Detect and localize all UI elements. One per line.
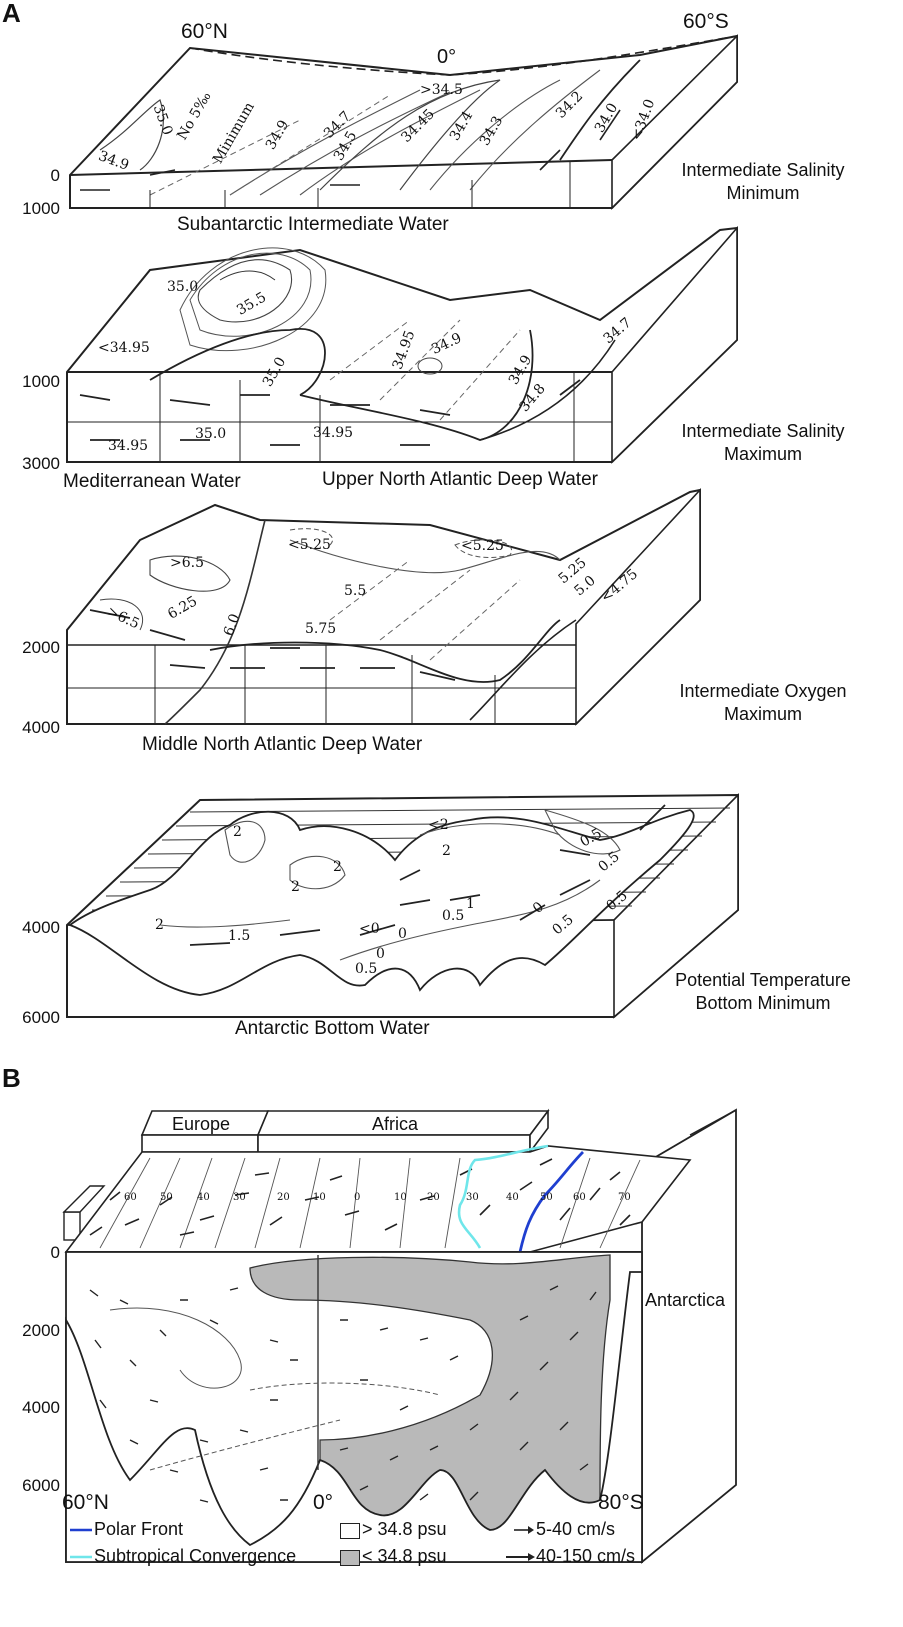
panel-a-letter: A — [2, 0, 21, 28]
surface-lat-label: 10 — [394, 1192, 407, 1203]
antarctica-label: Antarctica — [645, 1290, 726, 1310]
low-salinity-swatch — [340, 1550, 360, 1566]
contour-label: 2 — [291, 879, 300, 895]
panel-b-depth-6000: 6000 — [22, 1476, 60, 1495]
high-salinity-swatch — [340, 1523, 360, 1539]
block-1-water-name: Subantarctic Intermediate Water — [177, 214, 449, 235]
surface-lat-label: 40 — [197, 1192, 210, 1203]
section-face — [65, 1251, 643, 1563]
block-1-diagram — [69, 34, 738, 210]
block-4-depth-bottom: 6000 — [22, 1008, 60, 1027]
block-1-depth-bottom: 1000 — [22, 199, 60, 218]
block-4-diagram — [66, 793, 739, 1019]
contour-label: <5.25 — [288, 537, 331, 553]
contour-label: 5.5 — [344, 583, 367, 599]
block-2-property-line-2: Maximum — [723, 444, 802, 464]
contour-label: 1.5 — [228, 928, 251, 944]
contour-label: <34.95 — [98, 340, 150, 356]
surface-lat-label: 50 — [160, 1192, 173, 1203]
block-1-property-line-2: Minimum — [726, 183, 800, 203]
contour-label: 0 — [398, 926, 407, 942]
high-salinity-legend-label: > 34.8 psu — [362, 1519, 447, 1539]
block-2-diagram — [66, 225, 738, 464]
contour-label: 5.75 — [305, 621, 337, 637]
polar-front-line — [518, 1151, 584, 1253]
block-4-water-name: Antarctic Bottom Water — [235, 1018, 430, 1039]
block-2-water-name-left: Mediterranean Water — [63, 471, 241, 492]
block-4-property-line-1: Potential Temperature — [675, 970, 851, 990]
panel-b-lat-80s: 80°S — [598, 1491, 644, 1514]
subtropical-convergence-line — [457, 1144, 549, 1249]
contour-label: 34.95 — [108, 438, 149, 454]
panel-b-depth-0: 0 — [50, 1243, 60, 1262]
block-1-depth-top: 0 — [50, 166, 60, 185]
block-4-property-line-2: Bottom Minimum — [695, 993, 831, 1013]
contour-label: >34.5 — [420, 82, 463, 98]
contour-label: 2 — [155, 917, 164, 933]
block-4-property-caption: Potential Temperature Bottom Minimum — [648, 969, 878, 1015]
contour-label: 0.5 — [442, 908, 465, 924]
block-1-property-line-1: Intermediate Salinity — [681, 160, 845, 180]
block-4-depth-top: 4000 — [22, 918, 60, 937]
surface-lat-label: 60 — [573, 1192, 586, 1203]
panel-b-depth-4000: 4000 — [22, 1398, 60, 1417]
block-2-water-name-right: Upper North Atlantic Deep Water — [322, 469, 598, 490]
contour-label: <2 — [428, 817, 449, 833]
surface-lat-label: 30 — [233, 1192, 246, 1203]
contour-label: 1 — [466, 896, 475, 912]
block-2-depth-top: 1000 — [22, 372, 60, 391]
surface-lat-label: 70 — [618, 1192, 631, 1203]
contour-label: 35.0 — [195, 426, 227, 442]
block-3-water-name: Middle North Atlantic Deep Water — [142, 734, 423, 755]
block-3-property-line-1: Intermediate Oxygen — [679, 681, 847, 701]
contour-label: <5.25 — [461, 538, 504, 554]
panel-b-depth-2000: 2000 — [22, 1321, 60, 1340]
block-3-property-caption: Intermediate Oxygen Maximum — [648, 680, 878, 726]
block-2-property-line-1: Intermediate Salinity — [681, 421, 845, 441]
block-2-property-caption: Intermediate Salinity Maximum — [648, 420, 878, 466]
surface-lat-label: 60 — [124, 1192, 137, 1203]
block-1-property-caption: Intermediate Salinity Minimum — [648, 159, 878, 205]
contour-label: 0.5 — [355, 961, 378, 977]
contour-label: 2 — [333, 859, 342, 875]
block-3-property-line-2: Maximum — [723, 704, 802, 724]
europe-label: Europe — [172, 1114, 231, 1134]
fast-velocity-legend-label: 40-150 cm/s — [536, 1546, 636, 1566]
contour-label: 34.95 — [313, 425, 354, 441]
block-3-depth-top: 2000 — [22, 638, 60, 657]
surface-lat-label: 20 — [427, 1192, 440, 1203]
low-salinity-legend-label: < 34.8 psu — [362, 1546, 447, 1566]
contour-label: >6.5 — [170, 555, 204, 571]
lat-60s-label: 60°S — [683, 10, 729, 33]
polar-front-legend-label: Polar Front — [94, 1519, 184, 1539]
contour-label: 35.0 — [167, 279, 199, 295]
slow-velocity-legend-label: 5-40 cm/s — [536, 1519, 616, 1539]
block-2-depth-bottom: 3000 — [22, 454, 60, 473]
africa-box — [256, 1108, 550, 1155]
contour-label: <0 — [359, 921, 380, 937]
contour-label: 2 — [442, 843, 451, 859]
lat-0-label: 0° — [437, 46, 457, 68]
block-3-diagram — [66, 487, 701, 726]
surface-lat-label: 0 — [354, 1192, 361, 1203]
surface-lat-label: 30 — [466, 1192, 479, 1203]
block-3-depth-bottom: 4000 — [22, 718, 60, 737]
surface-lat-label: 10 — [313, 1192, 326, 1203]
panel-b-letter: B — [2, 1063, 21, 1093]
surface-lat-label: 40 — [506, 1192, 519, 1203]
panel-b-lat-60n: 60°N — [62, 1491, 109, 1514]
panel-b-lat-0: 0° — [313, 1491, 334, 1514]
surface-lat-label: 20 — [277, 1192, 290, 1203]
surface-lat-label: 50 — [540, 1192, 553, 1203]
lat-60n-label: 60°N — [181, 20, 228, 43]
africa-label: Africa — [372, 1114, 419, 1134]
subtropical-legend-label: Subtropical Convergence — [94, 1546, 297, 1566]
contour-label: 0 — [376, 946, 385, 962]
contour-label: 2 — [233, 824, 242, 840]
